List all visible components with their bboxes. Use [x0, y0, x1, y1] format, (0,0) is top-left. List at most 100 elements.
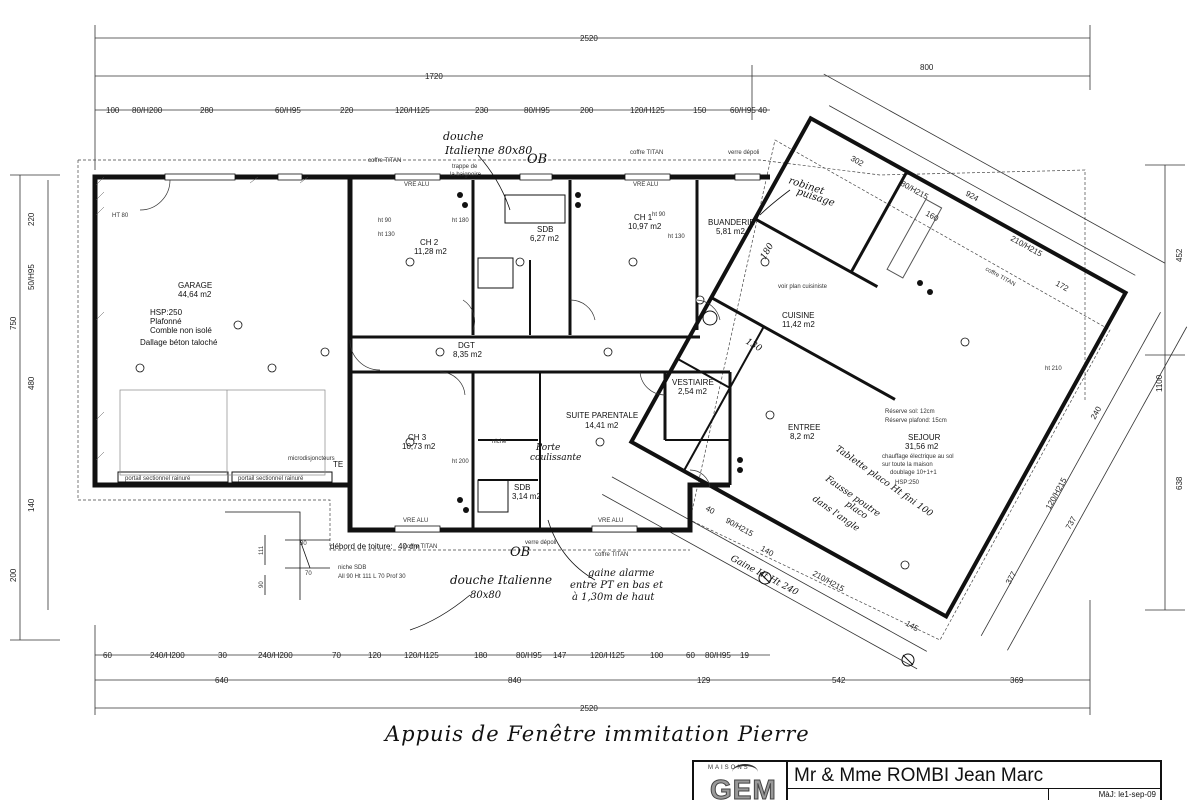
dim-seg: 120/H125 [590, 651, 625, 660]
hand-douche-bottom-2: 80x80 [470, 590, 502, 601]
room-buanderie-area: 5,81 m2 [716, 227, 745, 236]
dim-right: 638 [1175, 476, 1184, 490]
garage-note: Comble non isolé [150, 326, 212, 335]
label-ht: ht 200 [452, 459, 469, 465]
label-vre-alu: VRE ALU [598, 518, 623, 524]
dim-diag: 90/H215 [724, 516, 755, 539]
room-dgt-name: DGT [458, 341, 475, 350]
dim-diag: 160 [924, 209, 941, 224]
label-vre-alu: VRE ALU [403, 518, 428, 524]
dim-seg: 60 [103, 651, 112, 660]
dim-left: 480 [27, 376, 36, 390]
annotation-arrows [409, 154, 791, 631]
roof-outline [77, 139, 1111, 641]
garage-note: HSP:250 [150, 308, 183, 317]
bottom-segment-labels: 60 240/H200 30 240/H200 70 120 120/H125 … [103, 651, 1024, 685]
dim-seg: 60 [686, 651, 695, 660]
label-ht: ht 210 [1045, 366, 1062, 372]
room-sdb1-name: SDB [537, 225, 553, 234]
dim-seg: 120/H125 [630, 106, 665, 115]
bottom-dimensions [94, 600, 1091, 715]
dim-right: 452 [1175, 248, 1184, 262]
dim-diag: 120/H215 [1044, 476, 1069, 511]
hand-gaine-2: entre PT en bas et [570, 580, 664, 591]
dim-left: 200 [9, 568, 18, 582]
dim-diag: 40 [704, 504, 717, 516]
room-entree-area: 8,2 m2 [790, 432, 815, 441]
dim-seg: 80/H200 [132, 106, 163, 115]
update-date: MàJ: le1-sep-09 [1098, 790, 1156, 799]
room-suite-area: 14,41 m2 [585, 421, 619, 430]
dim-diag: 924 [964, 189, 981, 204]
dim-seg: 180 [474, 651, 488, 660]
switch-symbols [457, 192, 933, 513]
room-vestiaire-name: VESTIAIRE [672, 378, 714, 387]
dim-seg: 369 [1010, 676, 1024, 685]
label-niche: niche [492, 439, 507, 445]
dim-seg: 240/H200 [150, 651, 185, 660]
label-portail: portail sectionnel rainuré [125, 476, 191, 482]
label-coffre-titan: coffre TITAN [404, 544, 437, 550]
dim-left: 140 [27, 498, 36, 512]
walls [92, 173, 770, 533]
room-suite-name: SUITE PARENTALE [566, 411, 638, 420]
room-cuisine-name: CUISINE [782, 311, 814, 320]
niche-dim-111: 111 [259, 545, 265, 555]
wall-hatching [95, 176, 309, 461]
dim-seg: 200 [580, 106, 594, 115]
hand-douche-bottom: douche Italienne [450, 573, 552, 587]
room-cuisine-area: 11,42 m2 [782, 320, 815, 329]
dim-seg: 60/H95 [730, 106, 756, 115]
dim-diag: 172 [1054, 279, 1071, 294]
room-ch3-name: CH 3 [408, 433, 427, 442]
label-vre-alu: VRE ALU [404, 182, 429, 188]
room-sdb2-area: 3,14 m2 [512, 492, 541, 501]
hand-porte-2: coulissante [530, 453, 581, 463]
label-reserve-plafond: Réserve plafond: 15cm [885, 418, 947, 424]
room-ch2-name: CH 2 [420, 238, 439, 247]
label-ht80: HT 80 [112, 213, 129, 219]
room-dgt-area: 8,35 m2 [453, 350, 482, 359]
electrical-symbols [135, 257, 970, 570]
label-ht: ht 130 [668, 234, 685, 240]
room-garage-name: GARAGE [178, 281, 212, 290]
client-name: Mr & Mme ROMBI Jean Marc [794, 765, 1044, 786]
label-coffre-titan: coffre TITAN [595, 552, 628, 558]
label-ht: ht 90 [652, 212, 666, 218]
top-dimensions [94, 25, 1091, 170]
maisons-gem-logo: MAISONS GEM [694, 762, 788, 806]
room-ch1-name: CH 1 [634, 213, 653, 222]
dim-seg: 120/H125 [404, 651, 439, 660]
sejour-note: sur toute la maison [882, 462, 933, 468]
hand-130: 130 [744, 337, 764, 354]
caption-appuis-fenetre: Appuis de Fenêtre immitation Pierre [385, 722, 810, 746]
room-sdb1-area: 6,27 m2 [530, 234, 559, 243]
dim-seg: 840 [508, 676, 522, 685]
label-portail: portail sectionnel rainuré [238, 476, 304, 482]
label-coffre-titan: coffre TITAN [630, 150, 663, 156]
label-debord-value: 40 cm [398, 542, 420, 551]
label-ht: ht 180 [452, 218, 469, 224]
label-te: TE [333, 460, 343, 469]
label-ht: ht 130 [378, 232, 395, 238]
dim-seg: 100 [106, 106, 120, 115]
label-voir-plan: voir plan cuisiniste [778, 284, 828, 290]
room-ch3-area: 10,73 m2 [402, 442, 436, 451]
dim-left-block-top: 1720 [425, 72, 443, 81]
garage-note: Plafonné [150, 317, 182, 326]
dim-diag: 302 [849, 154, 866, 169]
dim-seg: 640 [215, 676, 229, 685]
room-sejour-name: SEJOUR [908, 433, 941, 442]
room-sdb2-name: SDB [514, 483, 530, 492]
label-niche-dims: All 90 Ht 111 L 70 Prof 30 [338, 574, 406, 580]
room-entree-name: ENTREE [788, 423, 820, 432]
label-trappe: la baignoire [450, 172, 482, 178]
dim-right-block-top: 800 [920, 63, 934, 72]
room-buanderie-name: BUANDERIE [708, 218, 755, 227]
label-trappe: trappe de [452, 164, 478, 170]
label-ht: ht 90 [378, 218, 392, 224]
hand-gaine-3: à 1,30m de haut [572, 592, 655, 603]
dim-seg: 40 [758, 106, 767, 115]
dim-seg: 280 [200, 106, 214, 115]
dim-seg: 542 [832, 676, 846, 685]
